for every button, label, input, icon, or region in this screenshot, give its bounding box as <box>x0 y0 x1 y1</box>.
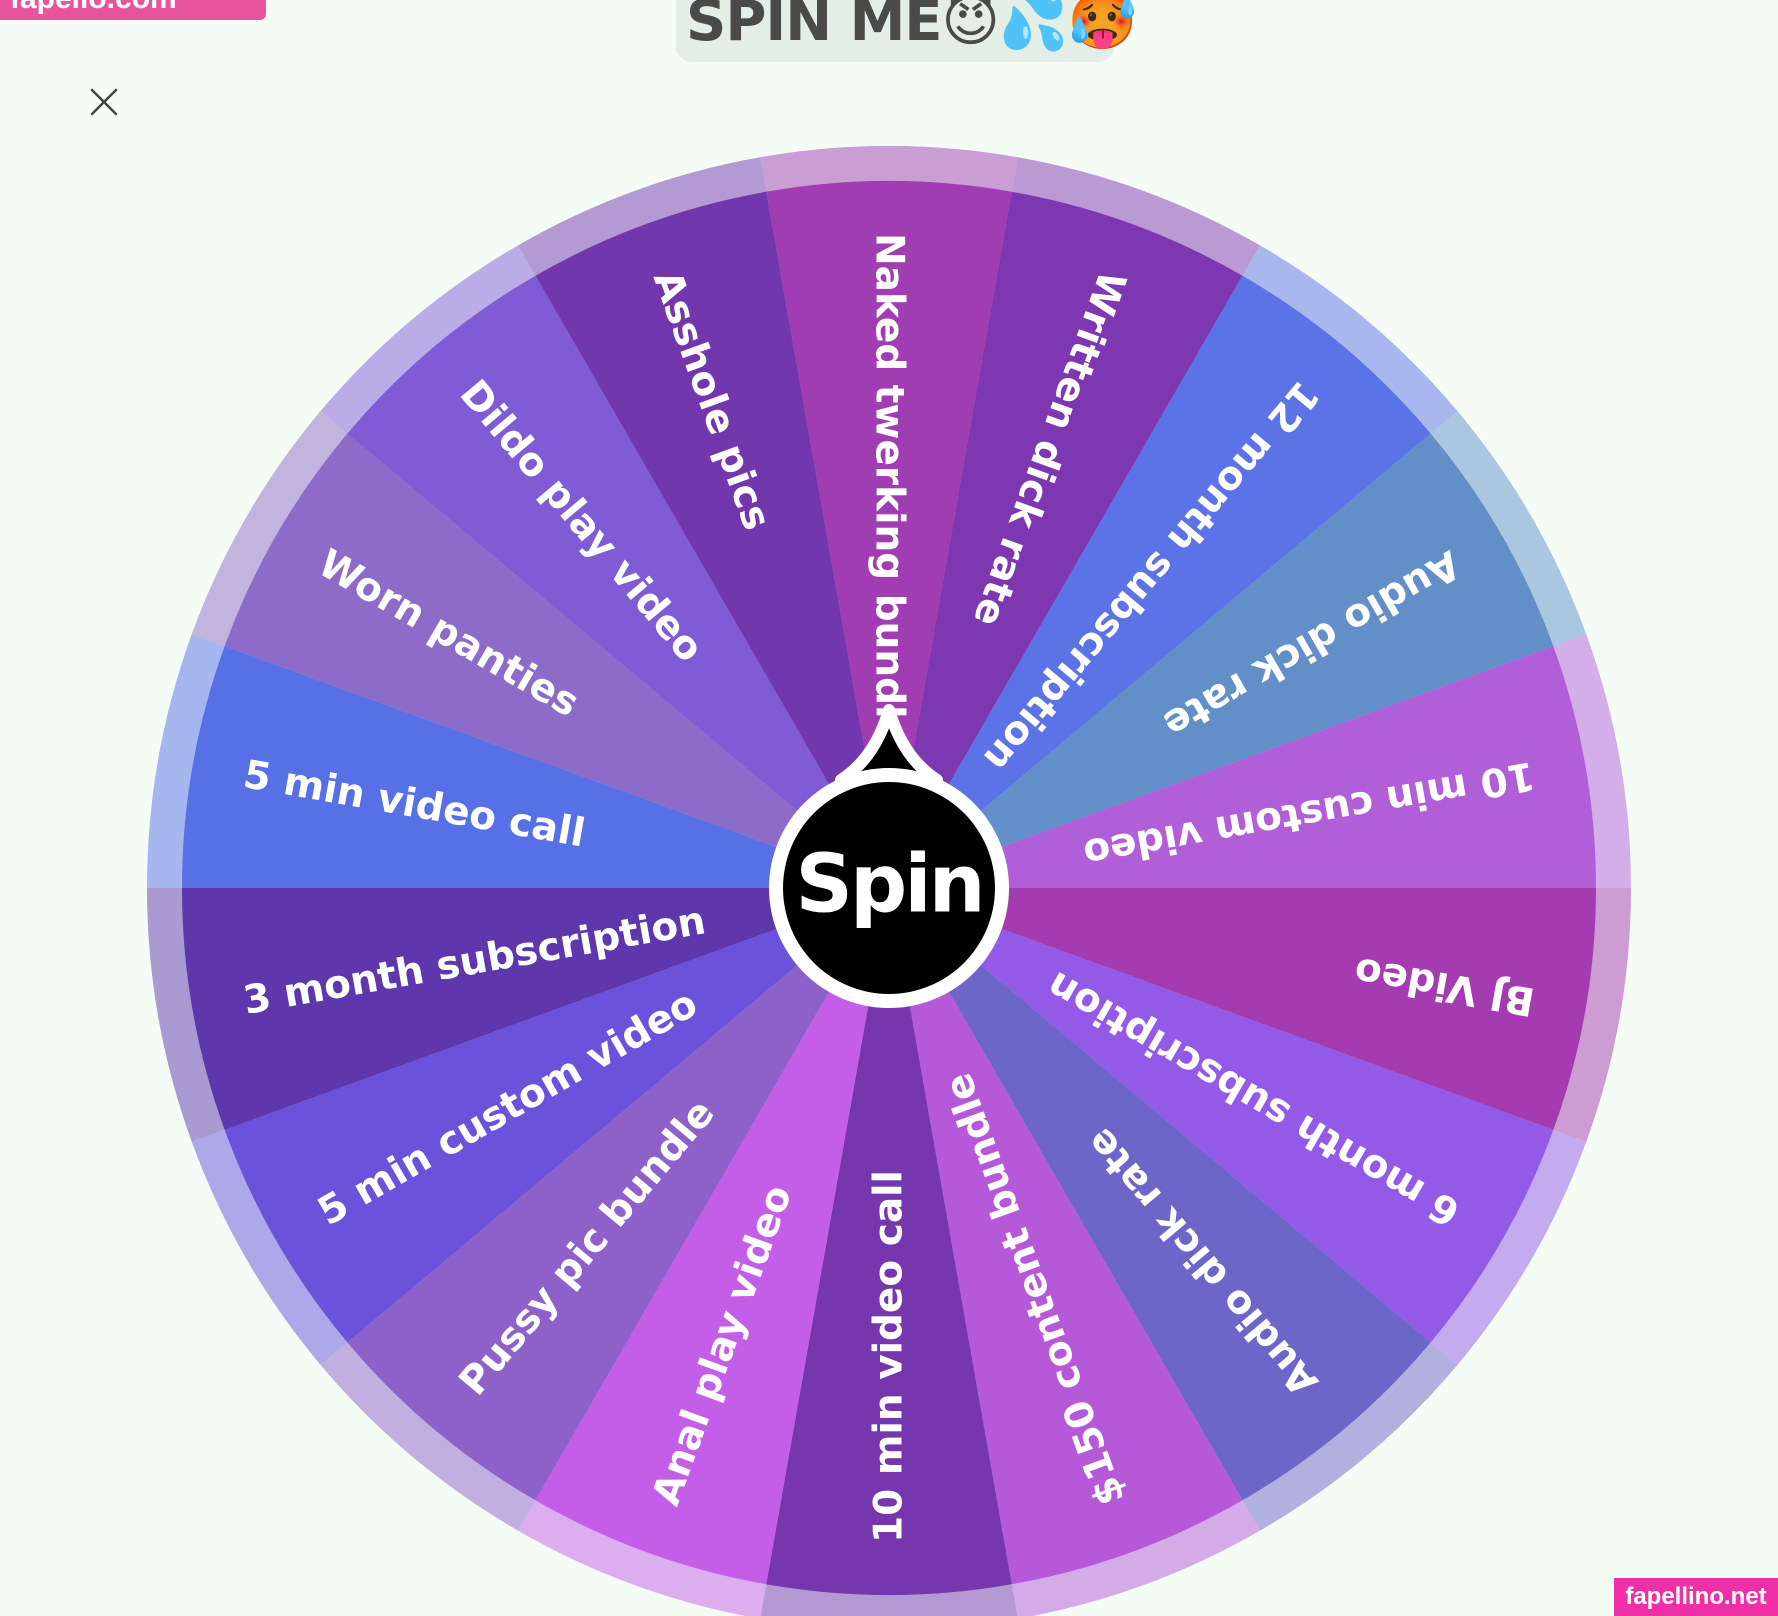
close-icon <box>90 88 118 116</box>
wheel-segment <box>347 888 889 1501</box>
wheel-segment <box>889 888 1431 1501</box>
wheel-segment <box>889 646 1596 888</box>
wheel-segment <box>889 275 1431 888</box>
wheel-segment <box>889 191 1243 889</box>
wheel-label-group: Naked twerking bundle <box>867 233 912 745</box>
wheel-segment <box>889 888 1554 1343</box>
wheel-segment <box>182 646 889 888</box>
spin-button-label: Spin <box>795 838 982 931</box>
wheel-segment-label: 10 min video call <box>867 1170 912 1543</box>
watermark-top: fapello.com <box>0 0 266 20</box>
title-background <box>676 0 1114 62</box>
close-button[interactable] <box>82 80 126 124</box>
pointer-icon <box>835 704 943 786</box>
wheel-segment <box>182 888 889 1130</box>
watermark-bottom: fapellino.net <box>1614 1578 1778 1616</box>
wheel-segment <box>766 888 1012 1595</box>
spin-button-core <box>783 782 995 994</box>
page-title: SPIN ME😈💦🥵 <box>686 0 1137 54</box>
wheel-segment <box>535 191 889 889</box>
wheel-segment <box>889 888 1243 1585</box>
wheel-segment-label: Naked twerking bundle <box>867 233 912 745</box>
wheel-segment <box>347 275 889 888</box>
wheel-segment <box>224 888 889 1343</box>
wheel-segment <box>766 181 1012 889</box>
wheel-segment <box>889 888 1596 1130</box>
wheel-segment <box>535 888 889 1585</box>
wheel-segments <box>182 181 1596 1595</box>
spin-button[interactable]: Spin <box>769 704 1009 1008</box>
wheel-label-group: 10 min video call <box>867 1170 912 1543</box>
wheel-segment <box>224 433 889 888</box>
wheel-segment <box>889 433 1554 888</box>
